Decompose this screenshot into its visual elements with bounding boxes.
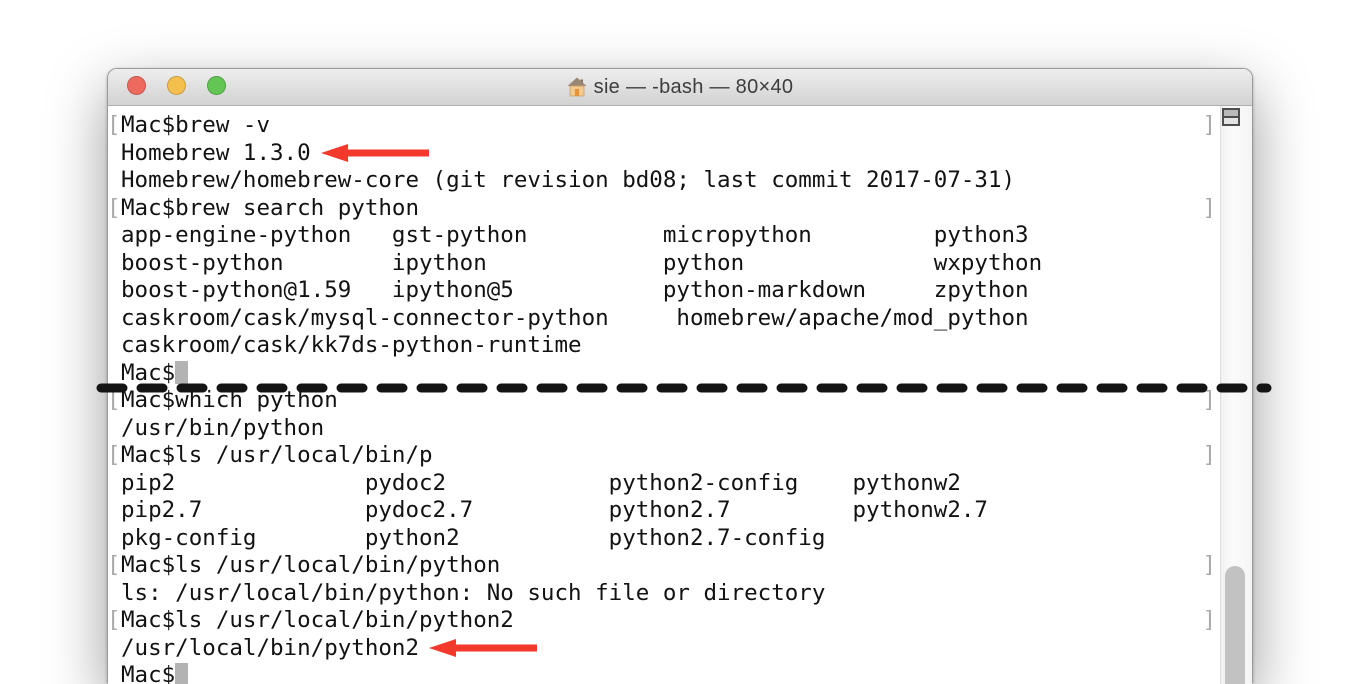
dashed-divider-line — [95, 381, 1280, 399]
window-title: sie — -bash — 80×40 — [593, 75, 794, 98]
traffic-lights — [127, 76, 226, 95]
minimize-button[interactable] — [167, 76, 186, 95]
titlebar[interactable]: sie — -bash — 80×40 — [108, 69, 1252, 106]
terminal-command-line: [Mac$brew -v] — [108, 112, 1222, 140]
terminal-command-line: [Mac$ls /usr/local/bin/python] — [108, 552, 1222, 580]
terminal-text: Mac$ls /usr/local/bin/p — [121, 442, 433, 468]
command-mark-close: ] — [1202, 387, 1216, 413]
terminal-command-line: [Mac$ls /usr/local/bin/p] — [108, 442, 1222, 470]
terminal-text: boost-python@1.59 ipython@5 python-markd… — [121, 277, 1029, 303]
command-mark-close: ] — [1202, 607, 1216, 633]
terminal-command-line: [Mac$brew search python] — [108, 195, 1222, 223]
terminal-text: /usr/bin/python — [121, 414, 325, 441]
terminal-text: pip2 pydoc2 python2-config pythonw2 — [121, 469, 961, 496]
command-mark-open: [ — [108, 552, 121, 578]
terminal-output-line: /usr/bin/python — [108, 415, 1222, 443]
red-arrow-python2-path — [429, 638, 539, 658]
terminal-text: Mac$brew search python — [121, 194, 420, 221]
terminal-text: Homebrew/homebrew-core (git revision bd0… — [121, 167, 1016, 193]
terminal-output-line: pip2.7 pydoc2.7 python2.7 pythonw2.7 — [108, 497, 1222, 525]
terminal-window: sie — -bash — 80×40 [Mac$brew -v]Homebre… — [107, 68, 1253, 684]
terminal-text: Mac$ — [121, 359, 176, 386]
terminal-output-line: Homebrew 1.3.0 — [108, 140, 1222, 168]
terminal-text: app-engine-python gst-python micropython… — [121, 222, 1029, 248]
command-mark-close: ] — [1202, 194, 1216, 221]
terminal-text: Homebrew 1.3.0 — [121, 139, 311, 166]
terminal-text: boost-python ipython python wxpython — [121, 249, 1043, 276]
terminal-text: caskroom/cask/mysql-connector-python hom… — [121, 304, 1029, 331]
terminal-output-line: caskroom/cask/mysql-connector-python hom… — [108, 305, 1222, 333]
home-folder-icon — [567, 77, 587, 97]
command-mark-open: [ — [108, 607, 121, 633]
terminal-output-line: /usr/local/bin/python2 — [108, 635, 1222, 663]
close-button[interactable] — [127, 76, 146, 95]
terminal-text: /usr/local/bin/python2 — [121, 634, 420, 661]
terminal-output-line: Mac$ — [108, 662, 1222, 684]
command-mark-open: [ — [108, 442, 121, 468]
terminal-output-line: boost-python ipython python wxpython — [108, 250, 1222, 278]
command-mark-close: ] — [1202, 112, 1216, 138]
terminal-text: Mac$ls /usr/local/bin/python2 — [121, 607, 514, 633]
terminal-output-line: Mac$ — [108, 360, 1222, 388]
command-mark-close: ] — [1202, 552, 1216, 578]
command-mark-close: ] — [1202, 442, 1216, 468]
terminal-text: pip2.7 pydoc2.7 python2.7 pythonw2.7 — [121, 497, 988, 523]
split-pane-icon[interactable] — [1222, 108, 1240, 126]
terminal-cursor — [175, 360, 189, 384]
title-area: sie — -bash — 80×40 — [108, 69, 1252, 105]
terminal-output-line: pip2 pydoc2 python2-config pythonw2 — [108, 470, 1222, 498]
scrollbar-track[interactable] — [1220, 106, 1252, 684]
zoom-button[interactable] — [207, 76, 226, 95]
terminal-text: pkg-config python2 python2.7-config — [121, 524, 826, 551]
terminal-output-line: caskroom/cask/kk7ds-python-runtime — [108, 332, 1222, 360]
terminal-text: Mac$ — [121, 662, 176, 684]
terminal-output-line: app-engine-python gst-python micropython… — [108, 222, 1222, 250]
scrollbar-thumb[interactable] — [1225, 566, 1245, 684]
terminal-output-line: pkg-config python2 python2.7-config — [108, 525, 1222, 553]
command-mark-open: [ — [108, 194, 121, 221]
command-mark-open: [ — [108, 387, 121, 413]
red-arrow-homebrew-version — [321, 143, 431, 163]
terminal-output-line: Homebrew/homebrew-core (git revision bd0… — [108, 167, 1222, 195]
terminal-output-line: boost-python@1.59 ipython@5 python-markd… — [108, 277, 1222, 305]
terminal-cursor — [175, 663, 189, 684]
terminal-text: Mac$brew -v — [121, 112, 271, 138]
terminal-text: Mac$ls /usr/local/bin/python — [121, 552, 501, 578]
terminal-command-line: [Mac$ls /usr/local/bin/python2] — [108, 607, 1222, 635]
terminal-text: ls: /usr/local/bin/python: No such file … — [121, 579, 826, 606]
terminal-output-line: ls: /usr/local/bin/python: No such file … — [108, 580, 1222, 608]
command-mark-open: [ — [108, 112, 121, 138]
terminal-text: caskroom/cask/kk7ds-python-runtime — [121, 332, 582, 358]
